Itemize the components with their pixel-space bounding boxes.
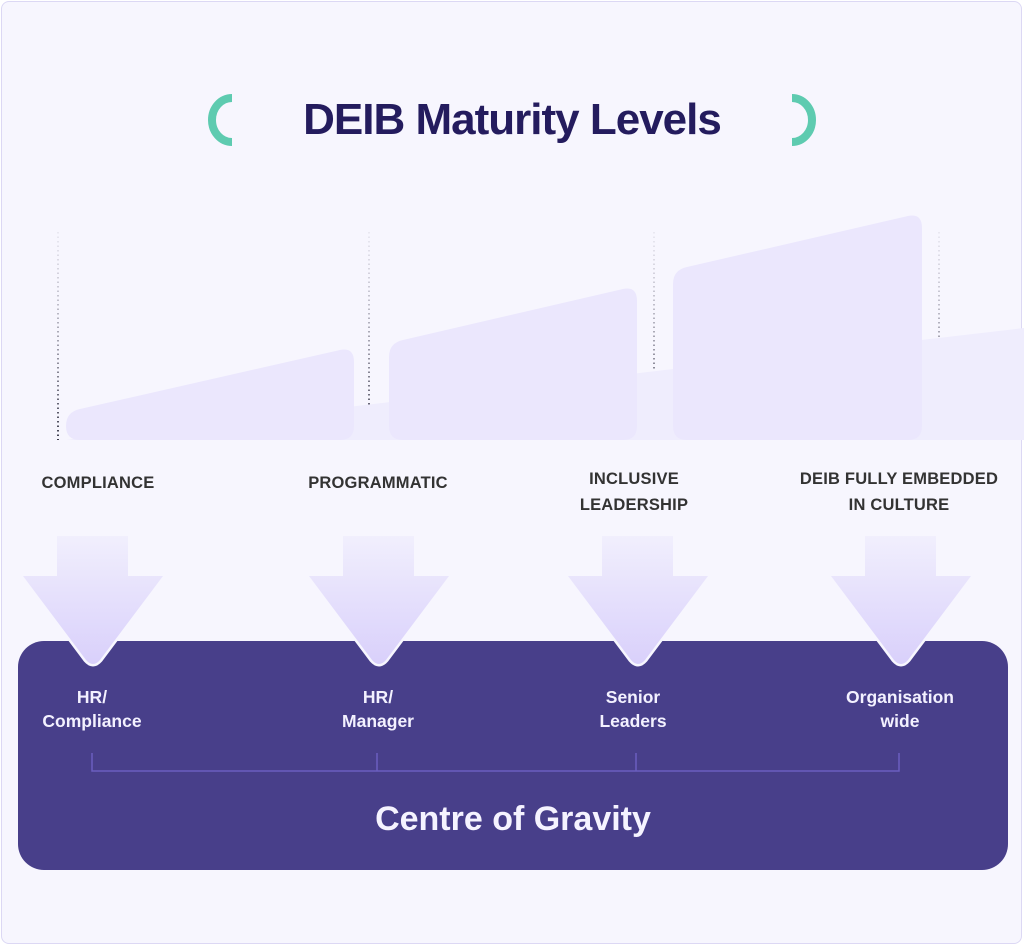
- page-title: DEIB Maturity Levels: [303, 95, 722, 144]
- gravity-title: Centre of Gravity: [375, 800, 651, 838]
- owner-line: Compliance: [42, 711, 142, 731]
- left-bracket-icon: [208, 94, 233, 146]
- down-arrow-icon: [306, 536, 452, 667]
- down-arrow-icon: [565, 536, 711, 667]
- level-label-inclusive-leadership: INCLUSIVE LEADERSHIP: [524, 466, 744, 518]
- owner-line: HR/: [362, 687, 394, 707]
- owner-line: Senior: [605, 687, 661, 707]
- down-arrow-icon: [20, 536, 166, 667]
- level-label-line: PROGRAMMATIC: [308, 474, 448, 492]
- maturity-block-3: [673, 215, 922, 440]
- owner-senior-leaders: Senior Leaders: [533, 685, 733, 733]
- owner-line: Manager: [342, 711, 414, 731]
- level-label-line: DEIB FULLY EMBEDDED: [799, 470, 999, 488]
- down-arrow-icon: [828, 536, 974, 667]
- level-label-line: INCLUSIVE: [589, 470, 679, 488]
- maturity-block-2: [389, 288, 637, 440]
- level-label-deib-embedded: DEIB FULLY EMBEDDED IN CULTURE: [789, 466, 1009, 518]
- owner-line: HR/: [76, 687, 108, 707]
- owner-line: wide: [880, 711, 920, 731]
- level-label-programmatic: PROGRAMMATIC: [268, 470, 488, 496]
- level-label-compliance: COMPLIANCE: [0, 470, 208, 496]
- owner-hr-compliance: HR/ Compliance: [0, 685, 192, 733]
- level-label-line: COMPLIANCE: [41, 474, 155, 492]
- owner-hr-manager: HR/ Manager: [278, 685, 478, 733]
- maturity-block-1: [66, 349, 354, 440]
- level-label-line: LEADERSHIP: [579, 496, 689, 514]
- right-bracket-icon: [791, 94, 816, 146]
- owner-organisation-wide: Organisation wide: [800, 685, 1000, 733]
- maturity-blocks: [57, 215, 1024, 440]
- owner-line: Organisation: [846, 687, 954, 707]
- level-label-line: IN CULTURE: [848, 496, 950, 514]
- owner-line: Leaders: [599, 711, 667, 731]
